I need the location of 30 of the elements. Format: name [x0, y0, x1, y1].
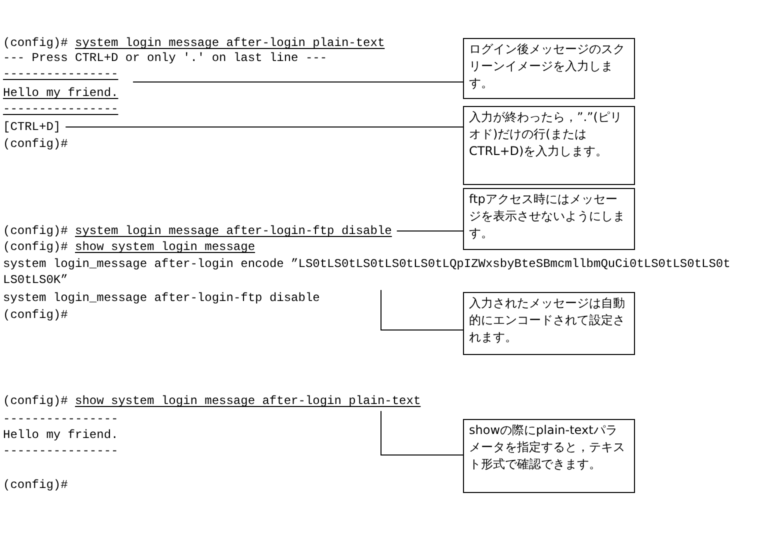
leader-line — [380, 290, 464, 330]
terminal-text: ---------------- — [3, 443, 118, 459]
callout-box: 入力されたメッセージは自動的にエンコードされて設定されます。 — [463, 292, 635, 355]
terminal-text: (config)# — [3, 223, 68, 239]
command-text: show system login message — [75, 239, 256, 255]
leader-line — [380, 410, 464, 456]
terminal-text: system login_message after-login-ftp disable — [3, 290, 320, 306]
command-text: system login message after-login plain-text — [75, 35, 385, 51]
callout-box: showの際にplain-textパラメータを指定すると，テキスト形式で確認できます。 — [463, 419, 635, 493]
command-text: system login message after-login-ftp disable — [75, 223, 392, 239]
terminal-text: system login_message after-login encode ”LS0tLS0tLS0tLS0tLS0tLQpIZWxsbyBteSBmcmllbmQuCi0tLS0tLS0tLS0tLS0tLS0K” — [3, 256, 730, 288]
command-text: ---------------- — [3, 66, 118, 82]
terminal-text: (config)# — [3, 477, 68, 493]
leader-line — [396, 230, 464, 232]
terminal-text: (config)# — [3, 393, 68, 409]
leader-line — [65, 126, 464, 128]
callout-box: 入力が終わったら，”.”(ピリオド)だけの行(またはCTRL+D)を入力します。 — [463, 106, 635, 185]
terminal-text: --- Press CTRL+D or only '.' on last line --- — [3, 50, 328, 66]
terminal-text: (config)# — [3, 136, 68, 152]
terminal-text: ---------------- — [3, 411, 118, 427]
terminal-text: (config)# — [3, 307, 68, 323]
terminal-text: [CTRL+D] — [3, 119, 61, 135]
command-text: show system login message after-login plain-text — [75, 393, 421, 409]
command-text: ---------------- — [3, 101, 118, 117]
command-text: Hello my friend. — [3, 85, 118, 101]
terminal-text: (config)# — [3, 239, 68, 255]
callout-box: ftpアクセス時にはメッセージを表示させないようにします。 — [463, 188, 635, 250]
callout-box: ログイン後メッセージのスクリーンイメージを入力します。 — [463, 38, 635, 99]
terminal-text: (config)# — [3, 35, 68, 51]
terminal-text: Hello my friend. — [3, 427, 118, 443]
